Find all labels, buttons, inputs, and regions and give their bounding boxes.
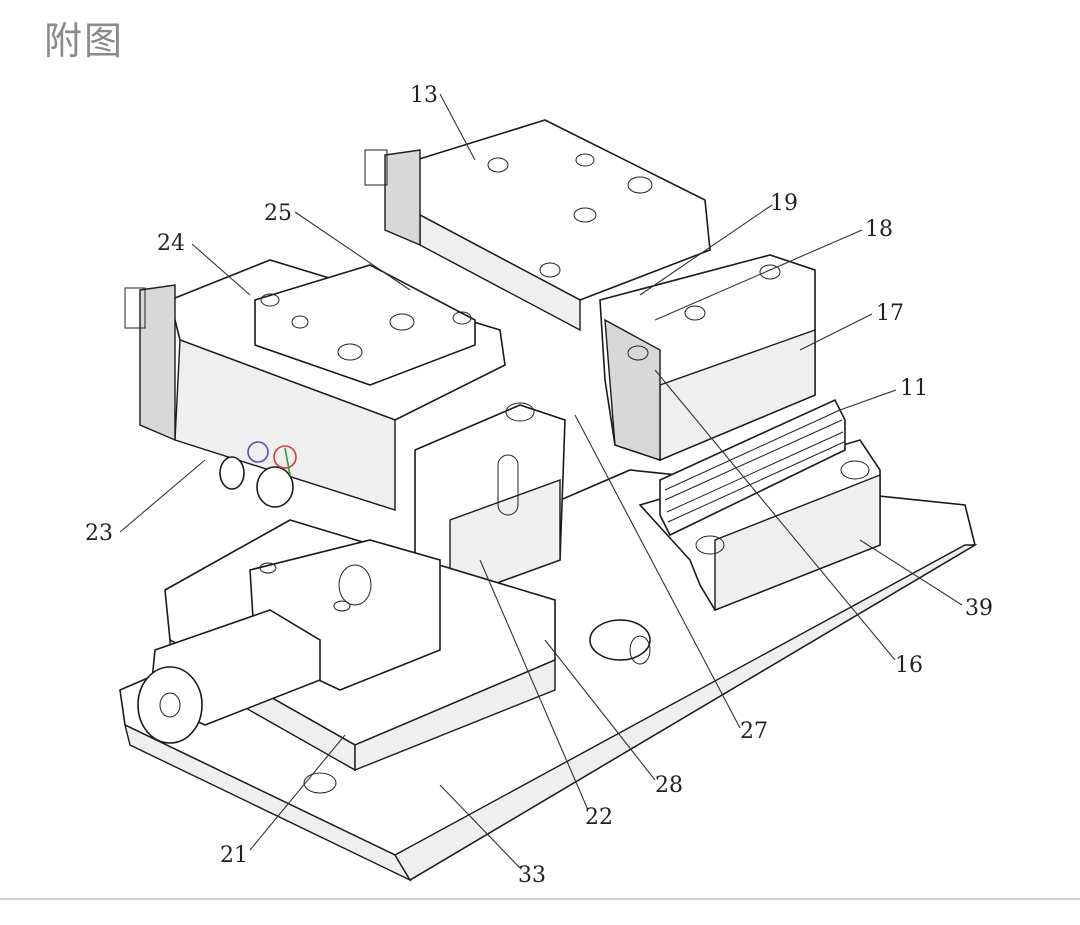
slide-24 bbox=[124, 259, 506, 511]
figure-title: 附图 bbox=[44, 19, 125, 63]
slide-13 bbox=[364, 119, 711, 332]
clamp-22 bbox=[414, 402, 566, 601]
callout-39: 39 bbox=[965, 596, 993, 621]
callout-25: 25 bbox=[264, 201, 292, 226]
callout-22: 22 bbox=[585, 805, 613, 830]
callout-27: 27 bbox=[740, 719, 768, 744]
holder-17 bbox=[599, 254, 816, 462]
callout-17: 17 bbox=[876, 301, 904, 326]
callout-23: 23 bbox=[85, 521, 113, 546]
callout-18: 18 bbox=[865, 217, 893, 242]
bottom-divider bbox=[0, 898, 1080, 900]
callouts: 13 19 18 25 24 17 11 23 39 16 27 28 22 2… bbox=[85, 83, 993, 888]
callout-28: 28 bbox=[655, 773, 683, 798]
callout-19: 19 bbox=[770, 191, 798, 216]
fitting-23 bbox=[219, 441, 297, 508]
callout-33: 33 bbox=[518, 863, 546, 888]
callout-16: 16 bbox=[895, 653, 923, 678]
callout-11: 11 bbox=[900, 376, 928, 401]
callout-24: 24 bbox=[157, 231, 185, 256]
rail-11 bbox=[659, 398, 846, 537]
callout-21: 21 bbox=[220, 843, 248, 868]
micrometer bbox=[137, 609, 651, 744]
callout-13: 13 bbox=[410, 83, 438, 108]
